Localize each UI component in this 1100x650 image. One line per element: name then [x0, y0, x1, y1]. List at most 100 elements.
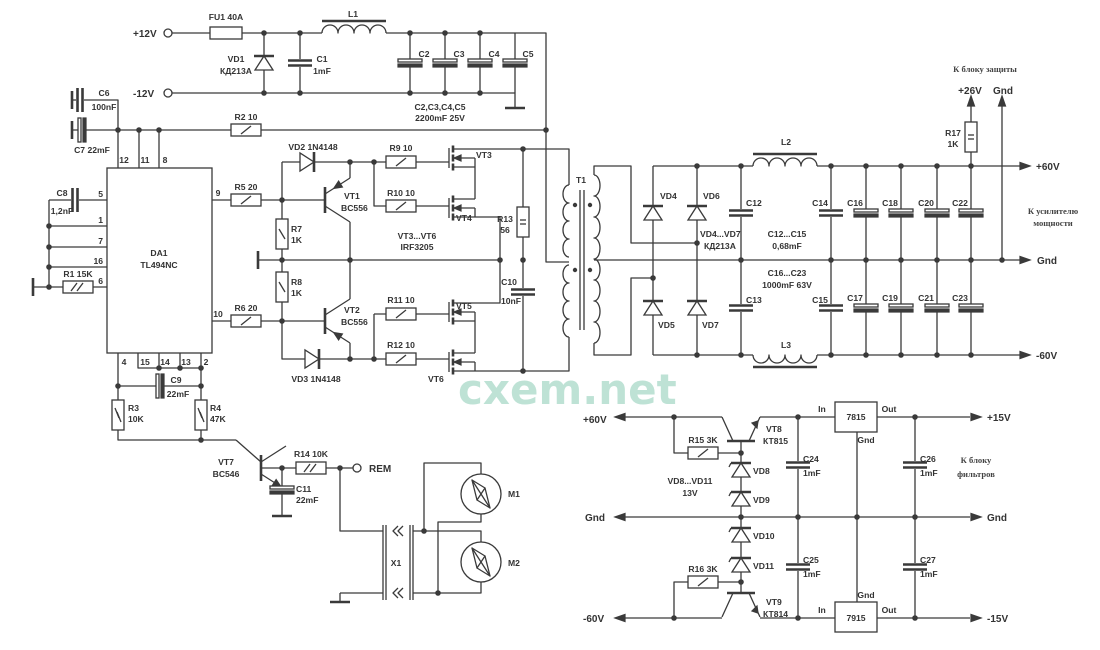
diode-triangle [686, 299, 708, 316]
label-c10-val: 10nF [501, 296, 521, 306]
cap-plate [924, 303, 950, 308]
cap-plate [160, 373, 165, 399]
label-note-filters-1: К блоку [961, 455, 992, 465]
cap-gap [923, 304, 951, 312]
diode-triangle [304, 348, 321, 370]
cap-gap [957, 209, 985, 217]
label-m2: M2 [508, 558, 520, 568]
diode-vd3 [304, 348, 321, 370]
zener-hook [728, 527, 732, 533]
label-c14: C14 [812, 198, 828, 208]
cap-gap [509, 288, 537, 296]
label-c2: C2 [419, 49, 430, 59]
junction-dot [477, 90, 483, 96]
capacitor-c9 [155, 372, 165, 400]
cap-plate [502, 63, 528, 68]
label-in-plus60: +60V [583, 415, 607, 426]
label-vt1: VT1 [344, 191, 360, 201]
wires [33, 30, 1020, 621]
cap-plate [888, 303, 914, 308]
resistor-r10 [385, 199, 417, 213]
label-vt8: VT8 [766, 424, 782, 434]
transistor-collector [721, 416, 734, 442]
label-vt8-type: КТ815 [763, 436, 788, 446]
label-vt5: VT5 [456, 301, 472, 311]
components [31, 19, 1032, 633]
wire [373, 162, 449, 207]
capacitor-top [727, 209, 755, 217]
arrow-icon [613, 512, 626, 522]
cap-plate [432, 58, 458, 63]
label-p2: 2 [204, 357, 209, 367]
motor-rotor [471, 479, 478, 501]
label-c9-val: 22mF [167, 389, 189, 399]
capacitor [784, 563, 812, 571]
cap-plate [958, 308, 984, 313]
label-vt2-type: BC556 [341, 317, 368, 327]
diode-vd5 [642, 299, 664, 316]
label-r7-val: 1K [291, 235, 303, 245]
junction-dot [898, 352, 904, 358]
cap-gap [852, 209, 880, 217]
label-plus26: +26V [958, 86, 982, 97]
junction-dot [46, 264, 52, 270]
cap-gap [396, 59, 424, 67]
terminal-icon [352, 463, 362, 473]
cap-plate [958, 303, 984, 308]
junction-dot [520, 257, 526, 263]
zener-hook [728, 557, 732, 563]
label-c19: C19 [882, 293, 898, 303]
cap-gap [727, 304, 755, 312]
label-c5: C5 [523, 49, 534, 59]
cap-plate [397, 58, 423, 63]
motor-rotor [471, 547, 478, 569]
label-c2-c5-val: 2200mF 25V [415, 113, 465, 123]
diode-triangle [299, 151, 316, 173]
label-note-amp-2: мощности [1033, 218, 1073, 228]
label-p5: 5 [98, 189, 103, 199]
label-c11: C11 [296, 484, 312, 494]
label-c27: C27 [920, 555, 936, 565]
label-c11-val: 22mF [296, 495, 318, 505]
diode-triangle [730, 526, 752, 543]
capacitor-top [852, 208, 880, 218]
label-minus12: -12V [133, 89, 154, 100]
junction-dot [863, 257, 869, 263]
label-p1: 1 [98, 215, 103, 225]
transistor-collector [721, 592, 734, 618]
junction-dot [442, 90, 448, 96]
terminal-icon [163, 88, 173, 98]
label-r13: R13 [497, 214, 513, 224]
label-vt3-vt6-type: IRF3205 [401, 242, 434, 252]
transistor-arrow [332, 331, 344, 341]
junction-dot [828, 352, 834, 358]
inductor-coil [752, 354, 818, 364]
capacitor-bottom [957, 303, 985, 313]
inductor-coil [321, 24, 387, 34]
transistor-arrow [750, 420, 759, 430]
cap-plate [82, 117, 87, 143]
label-out-gnd: Gnd [1037, 256, 1057, 267]
diode-triangle [730, 461, 752, 478]
label-c25-val: 1mF [803, 569, 821, 579]
wire [673, 581, 741, 618]
junction-dot [934, 257, 940, 263]
resistor-mark [303, 463, 311, 473]
label-c9: C9 [171, 375, 182, 385]
label-rem: REM [369, 464, 391, 475]
capacitor-c1 [286, 59, 314, 67]
resistor-body [516, 206, 530, 238]
junction-dot [198, 365, 204, 371]
wire [80, 99, 119, 168]
junction-dot [520, 146, 526, 152]
diode-vd4 [642, 204, 664, 221]
label-p11: 11 [140, 155, 149, 165]
arrow-icon [970, 512, 983, 522]
cap-gap [852, 304, 880, 312]
cap-gap [901, 563, 929, 571]
label-c12-c15-val: 0,68mF [772, 241, 802, 251]
wire [593, 165, 697, 244]
resistor-r8 [275, 271, 289, 303]
fuse-fu1 [209, 26, 243, 40]
label-c24-val: 1mF [803, 468, 821, 478]
